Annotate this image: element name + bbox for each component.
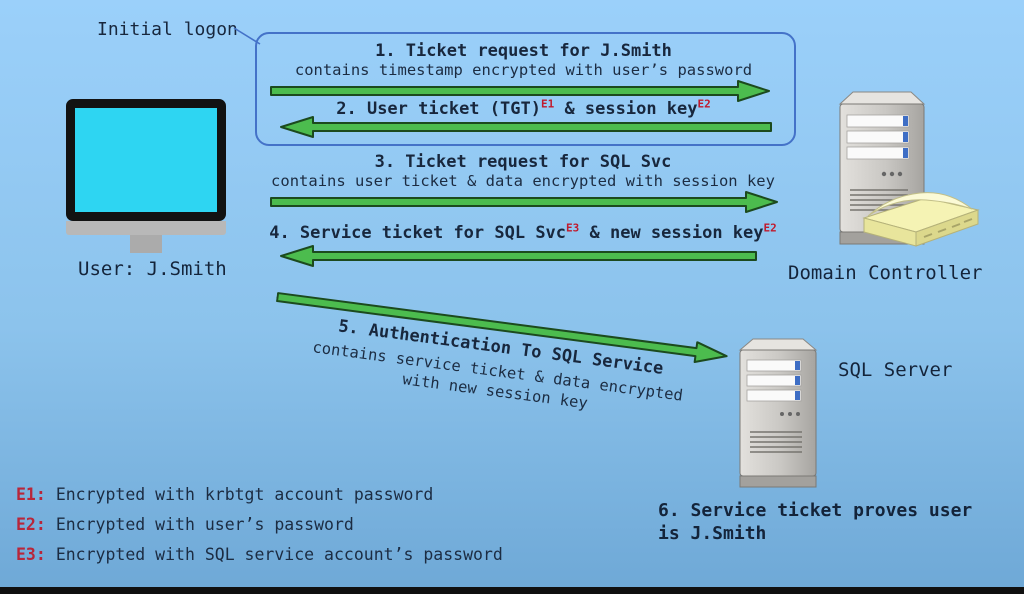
msg5-group: 5. Authentication To SQL Service contain… <box>267 286 732 431</box>
encryption-legend: E1: Encrypted with krbtgt account passwor… <box>16 485 503 564</box>
server-tower <box>738 338 818 488</box>
legend-text-e2: Encrypted with user’s password <box>55 515 354 534</box>
msg4-title-pre: 4. Service ticket for SQL Svc <box>269 223 567 243</box>
msg1-title: 1. Ticket request for J.Smith <box>375 41 672 61</box>
arrow-right-msg3 <box>270 191 778 213</box>
msg4-title-mid: & new session key <box>579 223 764 243</box>
legend-text-e1: Encrypted with krbtgt account password <box>55 485 434 504</box>
arrow-diagonal-msg5 <box>276 292 728 364</box>
sql-server-label: SQL Server <box>838 359 953 381</box>
msg6-line1: 6. Service ticket proves user <box>658 500 973 521</box>
domain-controller-server-icon <box>838 91 980 247</box>
client-computer-icon <box>66 99 226 255</box>
initial-logon-label: Initial logon <box>97 19 238 40</box>
msg3-subtitle: contains user ticket & data encrypted wi… <box>271 172 775 190</box>
msg4-title: 4. Service ticket for SQL SvcE3 & new se… <box>253 221 793 243</box>
msg2-title-pre: 2. User ticket (TGT) <box>336 99 541 119</box>
msg2-sup-e2: E2 <box>697 97 711 111</box>
legend-key-e2: E2: <box>16 515 46 534</box>
arrow-right-msg1 <box>270 80 770 102</box>
legend-key-e1: E1: <box>16 485 46 504</box>
monitor-screen <box>66 99 226 221</box>
bottom-letterbox-bar <box>0 587 1024 594</box>
legend-key-e3: E3: <box>16 545 46 564</box>
legend-item-e3: E3: Encrypted with SQL service account’s … <box>16 545 503 564</box>
arrow-left-msg4 <box>280 245 757 267</box>
domain-controller-label: Domain Controller <box>788 262 983 284</box>
msg2-sup-e1: E1 <box>540 97 555 111</box>
monitor-stand <box>130 235 162 253</box>
monitor-base-bar <box>66 221 226 235</box>
msg3-title: 3. Ticket request for SQL Svc <box>374 152 672 172</box>
msg6-line2: is J.Smith <box>658 523 767 544</box>
msg4-sup-e3: E3 <box>566 221 580 235</box>
initial-logon-callout-box <box>255 32 796 146</box>
user-label: User: J.Smith <box>78 258 227 280</box>
msg1-subtitle: contains timestamp encrypted with user’s… <box>294 61 753 79</box>
msg2-title-mid: & session key <box>554 99 698 119</box>
msg2-title: 2. User ticket (TGT)E1 & session keyE2 <box>255 97 792 119</box>
msg4-sup-e2: E2 <box>763 221 777 235</box>
legend-text-e3: Encrypted with SQL service account’s pas… <box>55 545 503 564</box>
legend-item-e1: E1: Encrypted with krbtgt account passwor… <box>16 485 503 504</box>
msg6-note: 6. Service ticket proves user is J.Smith <box>658 499 972 545</box>
legend-item-e2: E2: Encrypted with user’s password <box>16 515 503 534</box>
sql-server-icon <box>738 338 818 488</box>
notepad-icon <box>862 192 980 247</box>
arrow-left-msg2 <box>280 116 772 138</box>
